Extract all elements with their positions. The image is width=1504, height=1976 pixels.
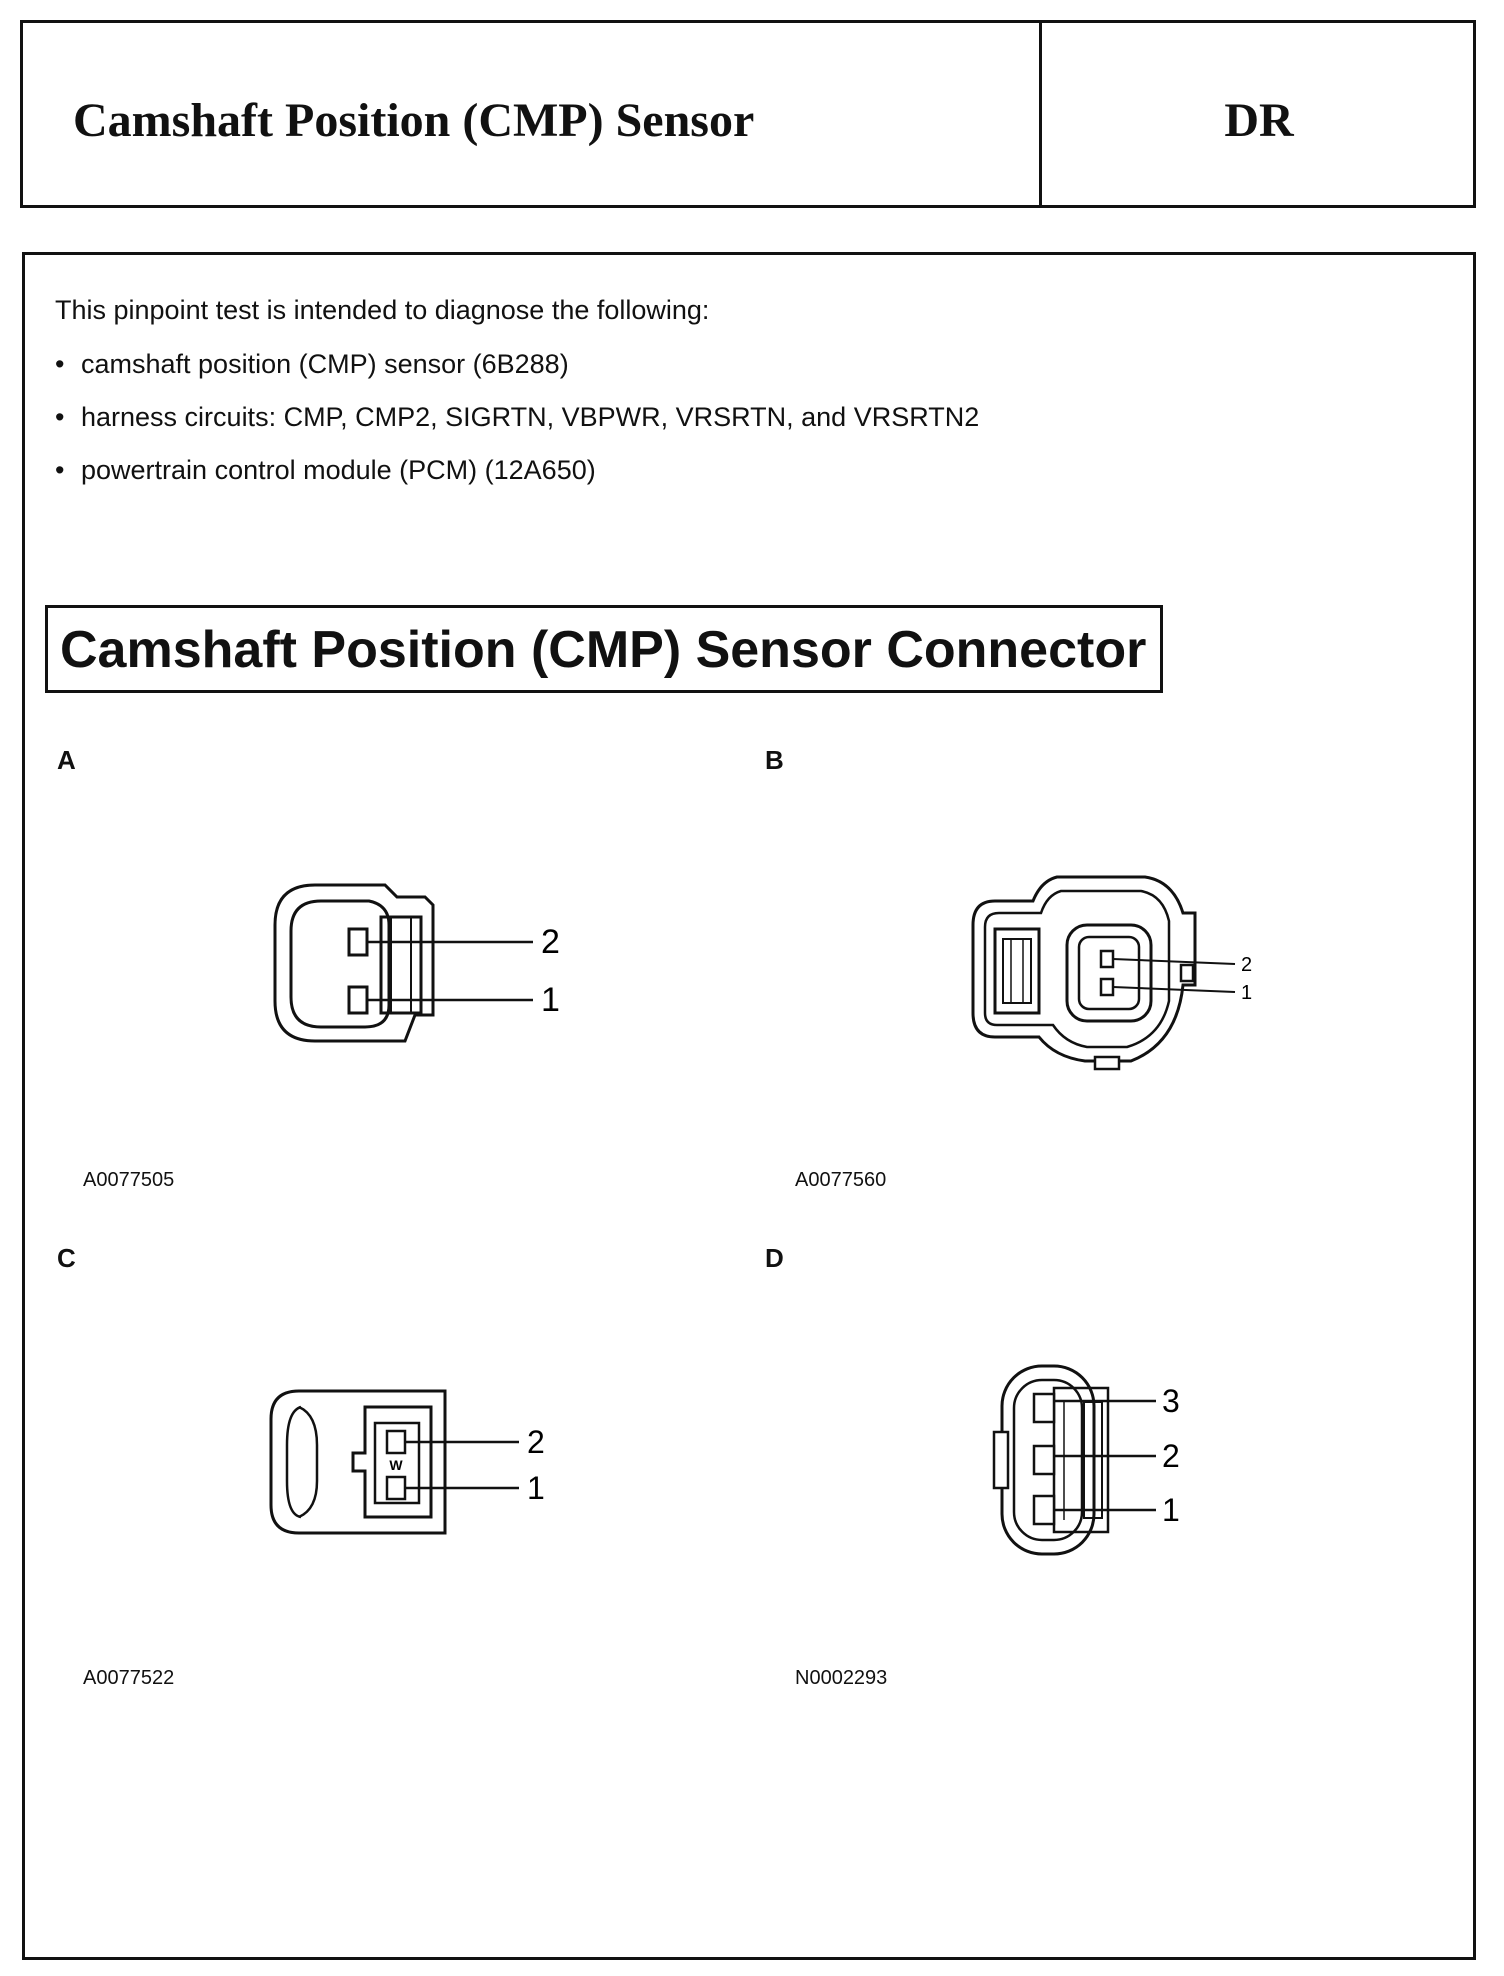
- pin-label: 3: [1162, 1383, 1180, 1419]
- diagnose-list: camshaft position (CMP) sensor (6B288) h…: [55, 349, 979, 508]
- connector-d-diagram: 3 2 1: [992, 1364, 1180, 1556]
- intro-text: This pinpoint test is intended to diagno…: [55, 295, 710, 325]
- panel-b-label: B: [765, 745, 784, 775]
- pin-label: 1: [1162, 1492, 1180, 1528]
- connector-c-diagram: W 2 1: [269, 1389, 545, 1535]
- list-item: powertrain control module (PCM) (12A650): [55, 455, 979, 508]
- header-divider: [1039, 23, 1042, 205]
- pin-label: 1: [541, 981, 560, 1019]
- pin-label: 2: [527, 1424, 545, 1460]
- content-frame: This pinpoint test is intended to diagno…: [22, 252, 1476, 1960]
- section-code: DR: [1224, 94, 1294, 147]
- connector-b-diagram: 2 1: [971, 875, 1252, 1071]
- page-title: Camshaft Position (CMP) Sensor: [73, 94, 755, 147]
- connector-a-diagram: 2 1: [273, 883, 560, 1043]
- panel-c-code: A0077522: [83, 1667, 175, 1689]
- pin-label: 2: [541, 923, 560, 961]
- polarity-marker: W: [389, 1457, 403, 1473]
- pin-label: 2: [1162, 1438, 1180, 1474]
- page-header: Camshaft Position (CMP) Sensor DR: [20, 20, 1476, 208]
- panel-b-code: A0077560: [795, 1169, 887, 1191]
- pin-label: 1: [1241, 982, 1252, 1004]
- list-item: harness circuits: CMP, CMP2, SIGRTN, VBP…: [55, 402, 979, 455]
- panel-d-label: D: [765, 1243, 784, 1273]
- list-item: camshaft position (CMP) sensor (6B288): [55, 349, 979, 402]
- panel-d-code: N0002293: [795, 1667, 888, 1689]
- pin-label: 1: [527, 1470, 545, 1506]
- panel-a-label: A: [57, 745, 76, 775]
- connector-section-title: Camshaft Position (CMP) Sensor Connector: [45, 605, 1164, 693]
- panel-c-label: C: [57, 1243, 76, 1273]
- pin-label: 2: [1241, 954, 1252, 976]
- panel-a-code: A0077505: [83, 1169, 175, 1191]
